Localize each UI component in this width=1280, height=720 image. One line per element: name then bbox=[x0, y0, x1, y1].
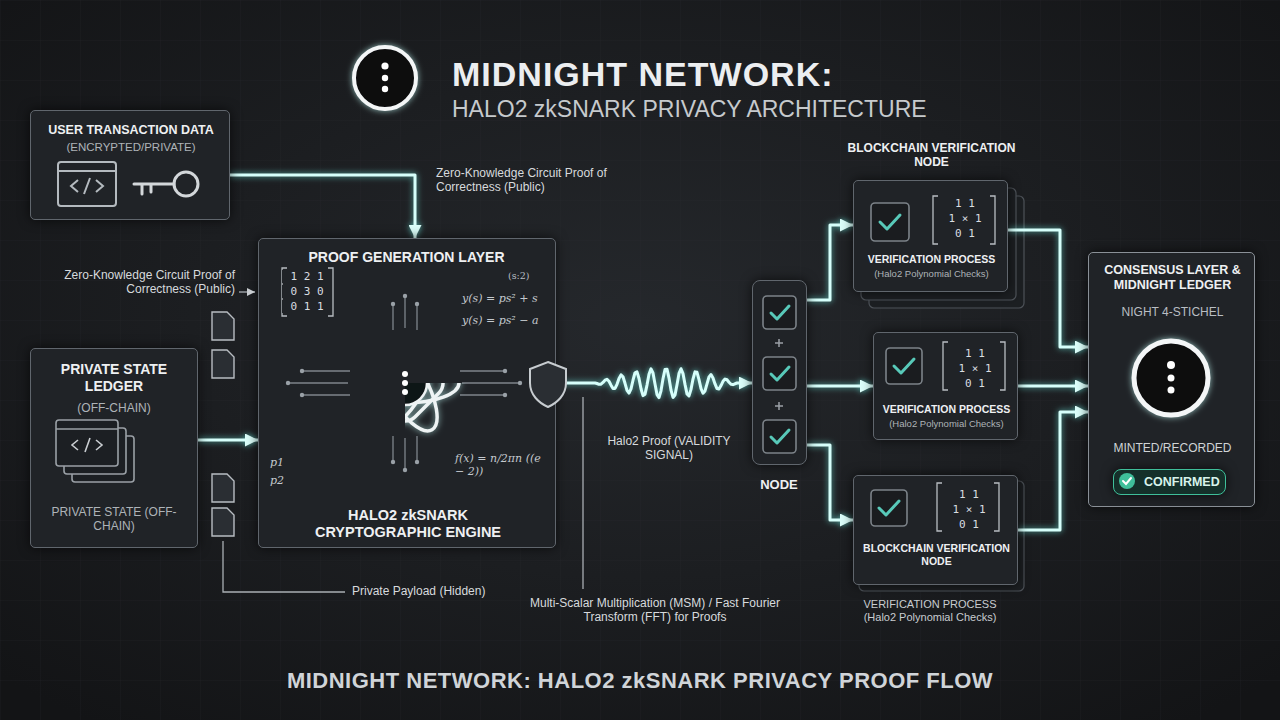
check-square bbox=[763, 203, 922, 526]
midnight-logo bbox=[354, 47, 416, 109]
matrix-bracket bbox=[933, 196, 1005, 531]
flow-connector bbox=[807, 445, 853, 520]
math-formula: y(s) = ps² + s bbox=[462, 292, 552, 305]
plus-symbol bbox=[775, 339, 783, 410]
matrix-row: 1 1 bbox=[936, 197, 994, 210]
annotation: Private Payload (Hidden) bbox=[352, 584, 522, 598]
process-title: VERIFICATION PROCESS bbox=[874, 403, 1019, 416]
matrix-row: 1 1 bbox=[946, 347, 1004, 360]
matrix-row: 0 1 bbox=[936, 227, 994, 240]
matrix-row: 1 × 1 bbox=[940, 503, 998, 516]
edge-label: Zero-Knowledge Circuit Proof of Correctn… bbox=[436, 166, 666, 195]
box-subtitle: (OFF-CHAIN) bbox=[39, 401, 189, 415]
leader-line bbox=[223, 292, 583, 592]
flow-connector bbox=[230, 175, 415, 238]
diagram-caption: MIDNIGHT NETWORK: HALO2 zkSNARK PRIVACY … bbox=[0, 668, 1280, 694]
flow-connector bbox=[807, 385, 873, 388]
input-box: USER TRANSACTION DATA (ENCRYPTED/PRIVATE) bbox=[30, 110, 230, 220]
math-symbol: p1 bbox=[270, 456, 294, 469]
box-heading: PRIVATE STATE LEDGER bbox=[39, 361, 189, 395]
diagram-title: MIDNIGHT NETWORK: bbox=[452, 54, 1052, 95]
matrix-row: 1 2 1 bbox=[282, 270, 332, 283]
midnight-logo bbox=[1134, 341, 1208, 415]
matrix-row: 1 × 1 bbox=[936, 212, 994, 225]
badge-text: CONFIRMED bbox=[1144, 475, 1224, 490]
box-heading: CONSENSUS LAYER & MIDNIGHT LEDGER bbox=[1095, 263, 1250, 293]
document-icons bbox=[212, 312, 234, 536]
annotation: VERIFICATION PROCESS (Halo2 Polynomial C… bbox=[850, 598, 1010, 624]
edge-label: Halo2 Proof (VALIDITY SIGNAL) bbox=[606, 434, 732, 463]
shield-icon bbox=[530, 362, 566, 407]
process-subtitle: (Halo2 Polynomial Checks) bbox=[874, 418, 1019, 429]
process-subtitle: (Halo2 Polynomial Checks) bbox=[854, 268, 1009, 279]
flow-connector bbox=[198, 439, 258, 442]
math-formula: y(s) = ps² − a bbox=[462, 314, 552, 327]
code-window-icon bbox=[58, 162, 116, 206]
ledger-token: NIGHT 4-STICHEL bbox=[1095, 305, 1250, 319]
matrix-row: 1 1 bbox=[940, 488, 998, 501]
box-footer: PRIVATE STATE (OFF-CHAIN) bbox=[39, 505, 189, 534]
engine-title: HALO2 zkSNARK CRYPTOGRAPHIC ENGINE bbox=[309, 507, 507, 542]
box-heading: BLOCKCHAIN VERIFICATION NODE bbox=[858, 542, 1015, 567]
emblem-dots bbox=[402, 371, 408, 395]
matrix-row: 0 1 bbox=[940, 518, 998, 531]
confirmed-icon bbox=[1119, 473, 1135, 489]
matrix-row: 0 1 bbox=[946, 377, 1004, 390]
matrix-bracket bbox=[282, 268, 333, 316]
process-title: VERIFICATION PROCESS bbox=[854, 253, 1009, 266]
matrix-row: 1 × 1 bbox=[946, 362, 1004, 375]
annotation: Multi-Scalar Multiplication (MSM) / Fast… bbox=[520, 596, 790, 625]
flow-connector bbox=[807, 225, 853, 300]
box-heading: BLOCKCHAIN VERIFICATION NODE bbox=[844, 141, 1019, 170]
status-text: MINTED/RECORDED bbox=[1095, 441, 1250, 455]
box-heading: NODE bbox=[731, 477, 827, 493]
math-formula: f(x) = n/2πn ((e − 2)) bbox=[455, 452, 551, 478]
math-note: (s:2) bbox=[508, 270, 550, 281]
stacked-code-windows bbox=[56, 420, 134, 482]
box-subtitle: (ENCRYPTED/PRIVATE) bbox=[39, 141, 223, 155]
matrix-row: 0 1 1 bbox=[282, 300, 332, 313]
matrix-row: 0 3 0 bbox=[282, 285, 332, 298]
box-heading: USER TRANSACTION DATA bbox=[39, 123, 223, 138]
flow-connector bbox=[556, 369, 752, 398]
subtitle: HALO2 zkSNARK PRIVACY ARCHITECTURE bbox=[452, 96, 1012, 124]
box-heading: PROOF GENERATION LAYER bbox=[259, 249, 554, 266]
key-icon bbox=[134, 172, 198, 196]
annotation: Zero-Knowledge Circuit Proof of Correctn… bbox=[60, 268, 235, 297]
math-symbol: p2 bbox=[270, 474, 294, 487]
halo2-knot-emblem bbox=[351, 326, 459, 440]
flow-connector bbox=[1008, 230, 1088, 347]
flow-connector bbox=[1018, 412, 1088, 530]
flow-connector bbox=[1018, 385, 1088, 388]
